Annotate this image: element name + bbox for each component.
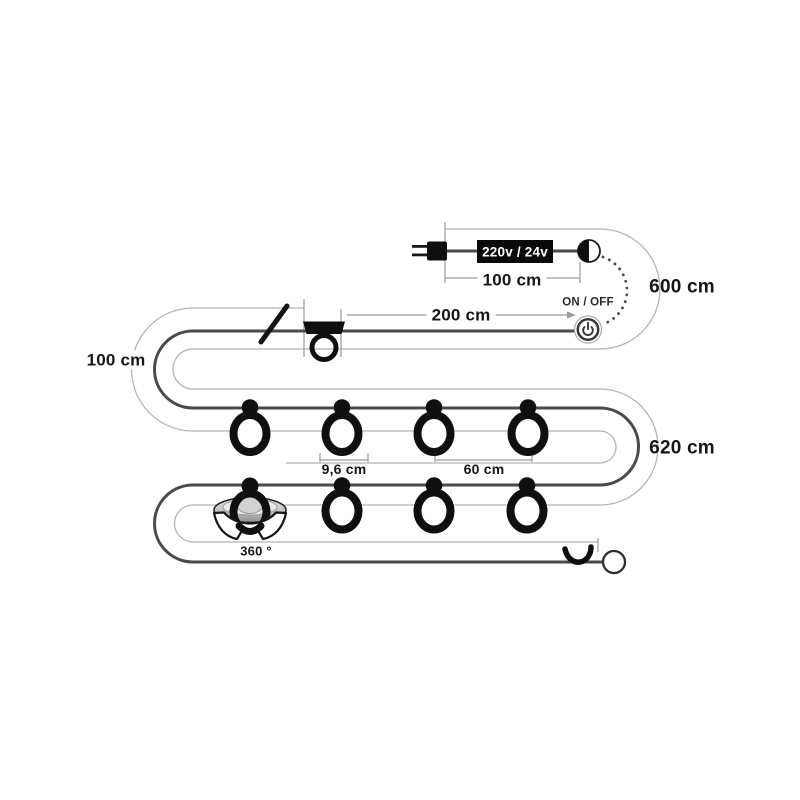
power-switch-icon — [573, 315, 603, 344]
dim-left-loop-label: 100 cm — [81, 350, 151, 370]
dim-ring-diameter-label: 9,6 cm — [321, 461, 367, 477]
plug-icon — [412, 241, 447, 261]
garland-cable — [153, 329, 640, 564]
contour-lead-side — [172, 228, 661, 543]
switch-label: ON / OFF — [562, 296, 614, 309]
lamp-ring-icon — [413, 399, 455, 456]
contour-loop-side — [130, 307, 617, 464]
dim-200-arrowhead — [567, 311, 576, 319]
lamp-ring-icon — [506, 477, 548, 534]
lamp-rings-bottom-row — [321, 477, 548, 534]
connector-ball-icon — [577, 239, 601, 263]
lamp-ring-icon — [321, 399, 363, 456]
transformer-label: 220v / 24v — [482, 244, 548, 260]
dim-switch-to-first-lamp-label: 200 cm — [426, 305, 496, 325]
end-cap-icon — [601, 549, 627, 575]
cable-outline-contours — [130, 228, 661, 543]
lamp-ring-icon — [321, 477, 363, 534]
lead-dashed-arc — [601, 255, 629, 325]
dim-lamp-spacing-label: 60 cm — [463, 461, 505, 477]
lampshade-icon — [212, 477, 288, 541]
lamp-rings-top-row — [229, 399, 549, 456]
lamp-ring-icon — [507, 399, 549, 456]
cable-clip-icon — [303, 321, 345, 362]
dim-lead-length-label: 600 cm — [649, 276, 715, 298]
lamp-ring-icon — [229, 399, 271, 456]
dim-plug-to-connector-label: 100 cm — [477, 270, 547, 290]
hook-icon — [562, 544, 594, 565]
lamp-ring-icon — [413, 477, 455, 534]
cut-mark-icon — [258, 303, 290, 345]
shade-rotation-label: 360 ° — [240, 543, 272, 559]
dim-ring-diameter — [319, 453, 369, 462]
transformer-box — [477, 240, 553, 263]
cable-path — [153, 249, 640, 564]
dim-row-length-label: 620 cm — [649, 437, 715, 459]
